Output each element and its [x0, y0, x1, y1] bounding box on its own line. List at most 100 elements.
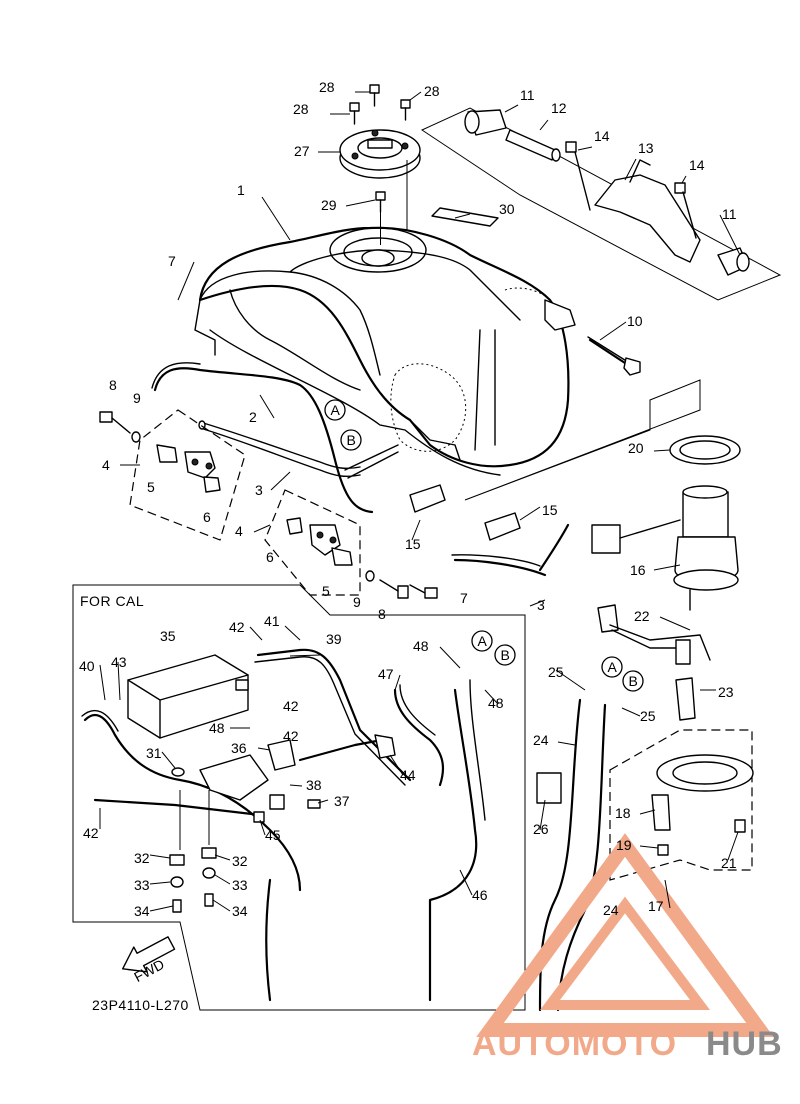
callout-28: 28 — [319, 79, 335, 95]
callout-42: 42 — [83, 825, 99, 841]
leader-line — [555, 669, 586, 691]
leader-line — [149, 905, 174, 912]
callout-33: 33 — [134, 877, 150, 893]
leader-line — [621, 707, 641, 717]
leader-line — [214, 874, 231, 885]
callout-40: 40 — [79, 658, 95, 674]
cal-small-parts — [169, 734, 396, 913]
callout-17: 17 — [648, 898, 664, 914]
callout-42: 42 — [283, 698, 299, 714]
leader-line — [653, 564, 681, 571]
leader-line — [177, 261, 195, 301]
fuel-tank — [194, 226, 576, 476]
callout-32: 32 — [232, 853, 248, 869]
callout-48: 48 — [413, 638, 429, 654]
ref-letter: A — [331, 402, 341, 418]
callout-38: 38 — [306, 777, 322, 793]
callout-1: 1 — [237, 182, 245, 198]
leader-line — [345, 199, 376, 207]
leader-line — [149, 854, 171, 859]
callout-18: 18 — [615, 805, 631, 821]
leader-line — [270, 471, 291, 491]
leader-line — [394, 674, 401, 691]
callout-11: 11 — [722, 206, 737, 222]
leader-line — [439, 646, 461, 669]
leader-line — [529, 599, 546, 607]
leader-line — [249, 626, 263, 641]
left-mount-hardware — [99, 409, 438, 599]
cal-hoses — [81, 648, 486, 1002]
callout-9: 9 — [353, 594, 361, 610]
callout-14: 14 — [594, 128, 610, 144]
leader-line — [317, 799, 329, 804]
callout-33: 33 — [232, 877, 248, 893]
ref-letter: B — [347, 432, 356, 448]
bolt-10 — [587, 336, 641, 376]
callout-30: 30 — [499, 201, 515, 217]
ref-letter-circle — [622, 670, 644, 692]
callout-5: 5 — [147, 479, 155, 495]
callout-42: 42 — [229, 619, 245, 635]
callout-10: 10 — [627, 313, 643, 329]
callout-15: 15 — [405, 536, 421, 552]
callout-6: 6 — [266, 549, 274, 565]
leader-line — [539, 119, 549, 131]
callout-28: 28 — [293, 101, 309, 117]
leader-line — [389, 754, 404, 776]
leader-line — [411, 519, 421, 541]
leader-line — [681, 175, 687, 184]
label-pad-30 — [431, 207, 499, 227]
callout-29: 29 — [321, 197, 337, 213]
callout-44: 44 — [400, 767, 416, 783]
ref-letter: A — [608, 659, 618, 675]
leader-line — [727, 831, 739, 861]
callout-4: 4 — [235, 523, 243, 539]
callout-23: 23 — [718, 684, 734, 700]
fwd-arrow — [121, 936, 176, 973]
callout-22: 22 — [634, 608, 650, 624]
callout-13: 13 — [638, 140, 654, 156]
ref-letter-circle — [324, 399, 346, 421]
callout-27: 27 — [294, 143, 310, 159]
leader-line — [454, 213, 471, 219]
leader-line — [577, 146, 593, 151]
leader-line — [719, 214, 741, 256]
callout-39: 39 — [326, 631, 342, 647]
leader-line — [212, 899, 231, 912]
callout-25: 25 — [640, 708, 656, 724]
callout-12: 12 — [551, 100, 567, 116]
callout-47: 47 — [378, 666, 394, 682]
leader-line — [289, 654, 321, 657]
callout-28: 28 — [424, 83, 440, 99]
callout-8: 8 — [109, 377, 117, 393]
callout-14: 14 — [689, 157, 705, 173]
fuel-hose-22 — [597, 604, 711, 721]
callout-32: 32 — [134, 850, 150, 866]
ref-letter: A — [478, 633, 488, 649]
leader-line — [557, 741, 576, 746]
callout-24: 24 — [533, 732, 549, 748]
callout-25: 25 — [548, 664, 564, 680]
callout-19: 19 — [616, 837, 632, 853]
callout-16: 16 — [630, 562, 646, 578]
ref-letter-circle — [340, 429, 362, 451]
callout-31: 31 — [146, 745, 162, 761]
callout-5: 5 — [322, 583, 330, 599]
callout-35: 35 — [160, 628, 176, 644]
leader-line — [259, 394, 275, 419]
callout-46: 46 — [472, 887, 488, 903]
callout-48: 48 — [209, 720, 225, 736]
callout-8: 8 — [378, 606, 386, 622]
tank-cap-assembly — [339, 84, 421, 230]
callout-7: 7 — [168, 253, 176, 269]
callout-3: 3 — [255, 482, 263, 498]
callout-7: 7 — [460, 590, 468, 606]
rear-mount-group — [420, 107, 782, 301]
leader-line — [257, 747, 271, 751]
leader-line — [484, 689, 499, 705]
ref-letter: B — [629, 673, 638, 689]
leader-line — [653, 449, 671, 452]
callout-37: 37 — [334, 793, 350, 809]
leader-line — [117, 661, 121, 701]
